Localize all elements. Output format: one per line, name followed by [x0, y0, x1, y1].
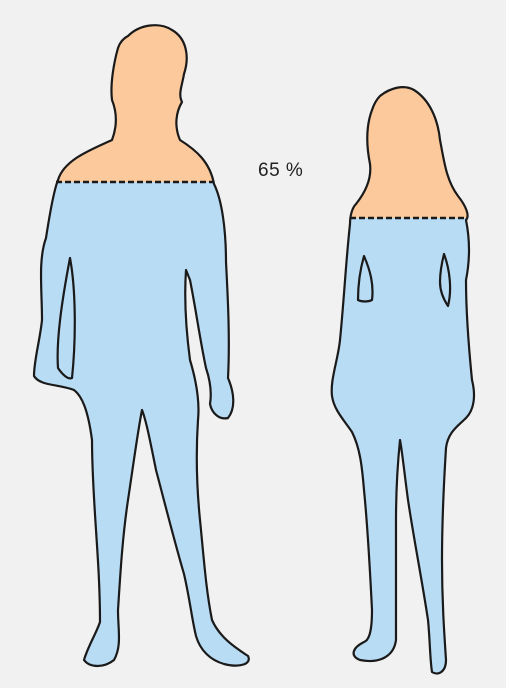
female-upper-fill	[320, 60, 490, 218]
male-water-fill	[20, 182, 250, 682]
percentage-label: 65 %	[258, 160, 303, 182]
male-figure	[20, 10, 250, 682]
female-figure	[320, 60, 490, 688]
male-upper-fill	[20, 10, 250, 182]
female-water-fill	[320, 218, 490, 688]
